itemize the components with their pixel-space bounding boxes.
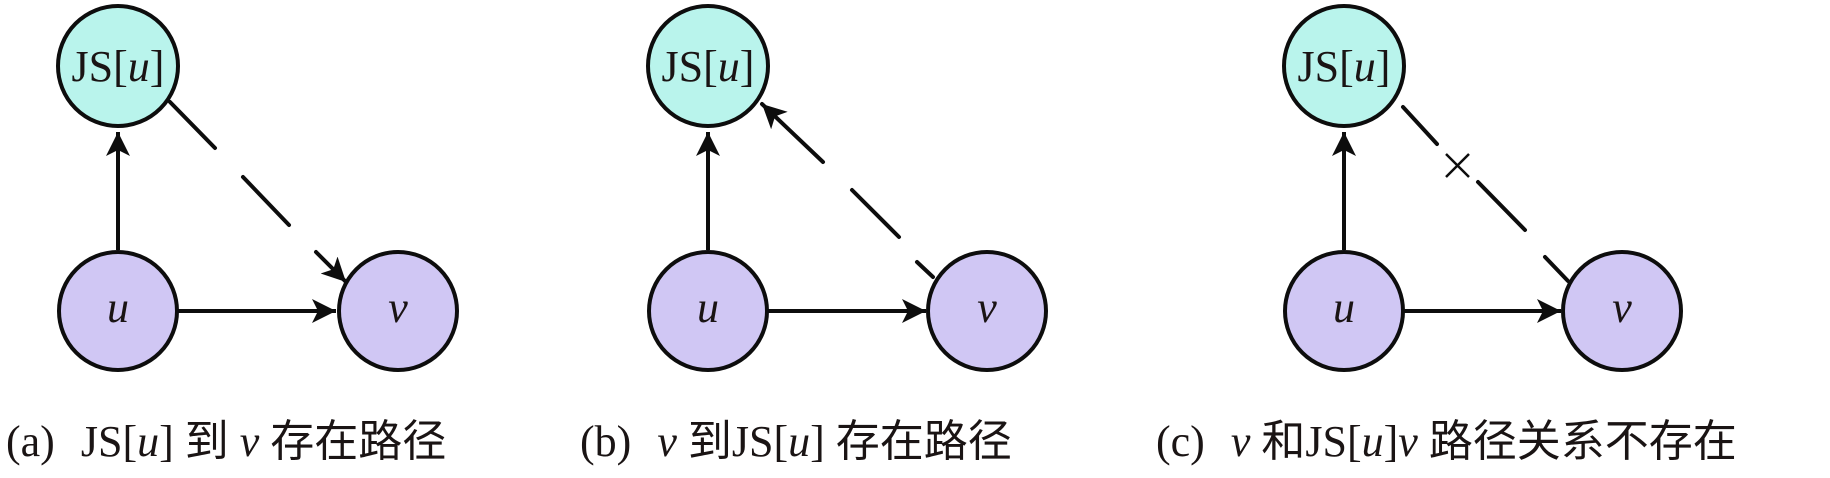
caption-tag: (b) [580, 417, 632, 466]
caption-var: u [1361, 417, 1384, 466]
caption-text: 存在路径 [259, 417, 447, 466]
caption-c: (c)v 和JS[u]v 路径关系不存在 [1156, 412, 1737, 472]
caption-tag: (a) [6, 417, 55, 466]
caption-tag: (c) [1156, 417, 1205, 466]
caption-b: (b) v 到JS[u] 存在路径 [580, 412, 1012, 472]
caption-text: JS[ [80, 417, 138, 466]
caption-var: v [657, 417, 677, 466]
node-v [1561, 250, 1683, 372]
node-u [647, 250, 769, 372]
node-u-label: u [697, 283, 719, 332]
panel-b: JS[u] u v [646, 4, 1048, 372]
caption-var: u [788, 417, 811, 466]
caption-text: 和 [1250, 417, 1306, 466]
caption-var: v [1230, 417, 1251, 466]
node-v-label: v [1612, 283, 1632, 332]
caption-a: (a) JS[u] 到 v 存在路径 [6, 412, 446, 472]
caption-text: 路径关系不存在 [1417, 417, 1737, 466]
caption-var: v [239, 417, 260, 466]
node-js-u [1282, 4, 1406, 128]
caption-text: 存在路径 [824, 417, 1012, 466]
caption-text: JS[ [731, 417, 789, 466]
node-v [337, 250, 459, 372]
dashed-edge-v-to-js [760, 102, 935, 279]
node-u-label: u [1333, 283, 1355, 332]
caption-text: JS[ [1305, 417, 1362, 466]
node-js-u [56, 4, 180, 128]
node-u-label: u [107, 283, 129, 332]
node-js-u-label: JS[u] [72, 42, 165, 91]
node-u [1283, 250, 1405, 372]
node-u [57, 250, 179, 372]
node-v [926, 250, 1048, 372]
node-js-u-label: JS[u] [1298, 42, 1391, 91]
dashed-edge-no-relation [1401, 105, 1570, 283]
caption-text: 到 [676, 417, 732, 466]
caption-text: ] [159, 417, 174, 466]
caption-text: 到 [173, 417, 240, 466]
caption-text: ] [1383, 417, 1399, 466]
caption-var: u [137, 417, 160, 466]
node-v-label: v [388, 283, 408, 332]
panel-c: JS[u] u v [1282, 4, 1683, 372]
node-js-u-label: JS[u] [662, 42, 755, 91]
cross-mark-icon [1445, 153, 1470, 178]
dashed-edge-js-to-v [168, 100, 348, 284]
caption-text: ] [810, 417, 825, 466]
node-v-label: v [977, 283, 997, 332]
caption-var: v [1398, 417, 1418, 466]
node-js-u [646, 4, 770, 128]
panel-a: JS[u] u v [56, 4, 459, 372]
